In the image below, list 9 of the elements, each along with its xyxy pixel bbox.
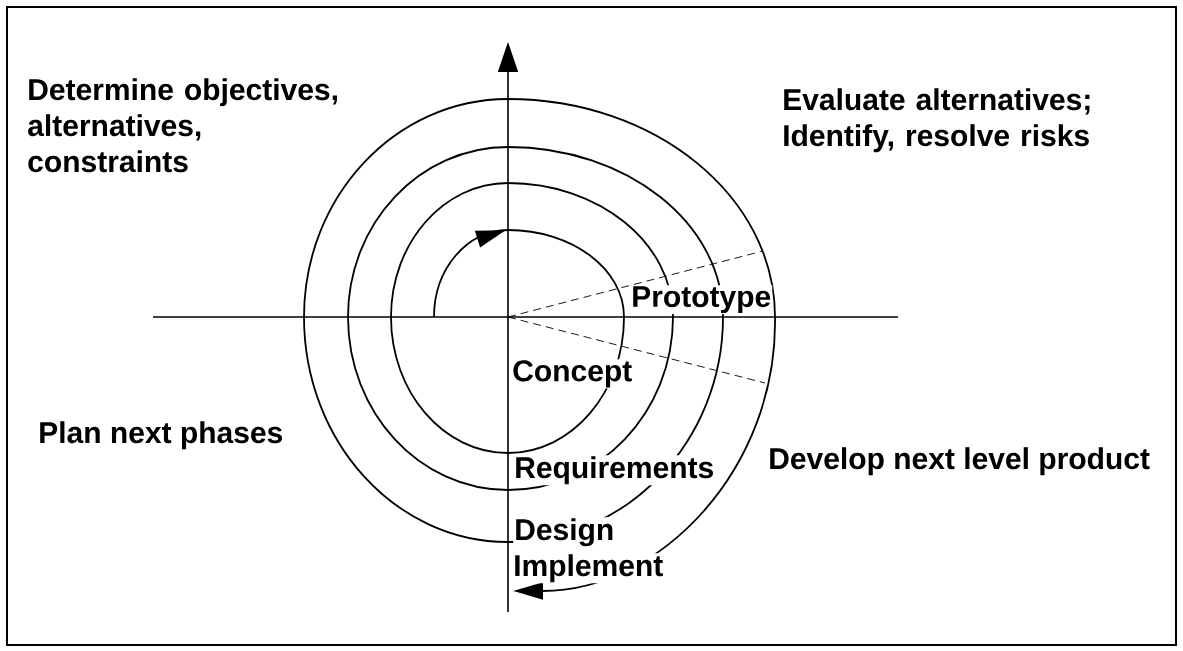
phase-label: Prototype [630,285,773,315]
phase-label: Concept [511,359,634,389]
quadrant-label: Plan next phases [40,421,283,450]
quadrant-label: Determine objectives, alternatives, constraints [28,78,337,173]
quadrant-label: Evaluate alternatives; Identify, resolve risks [784,88,1090,153]
quadrant-label: Develop next level product [770,447,1150,476]
phase-label: Implement [512,553,665,584]
phase-label: Design [513,517,616,548]
phase-label: Requirements [513,455,716,486]
